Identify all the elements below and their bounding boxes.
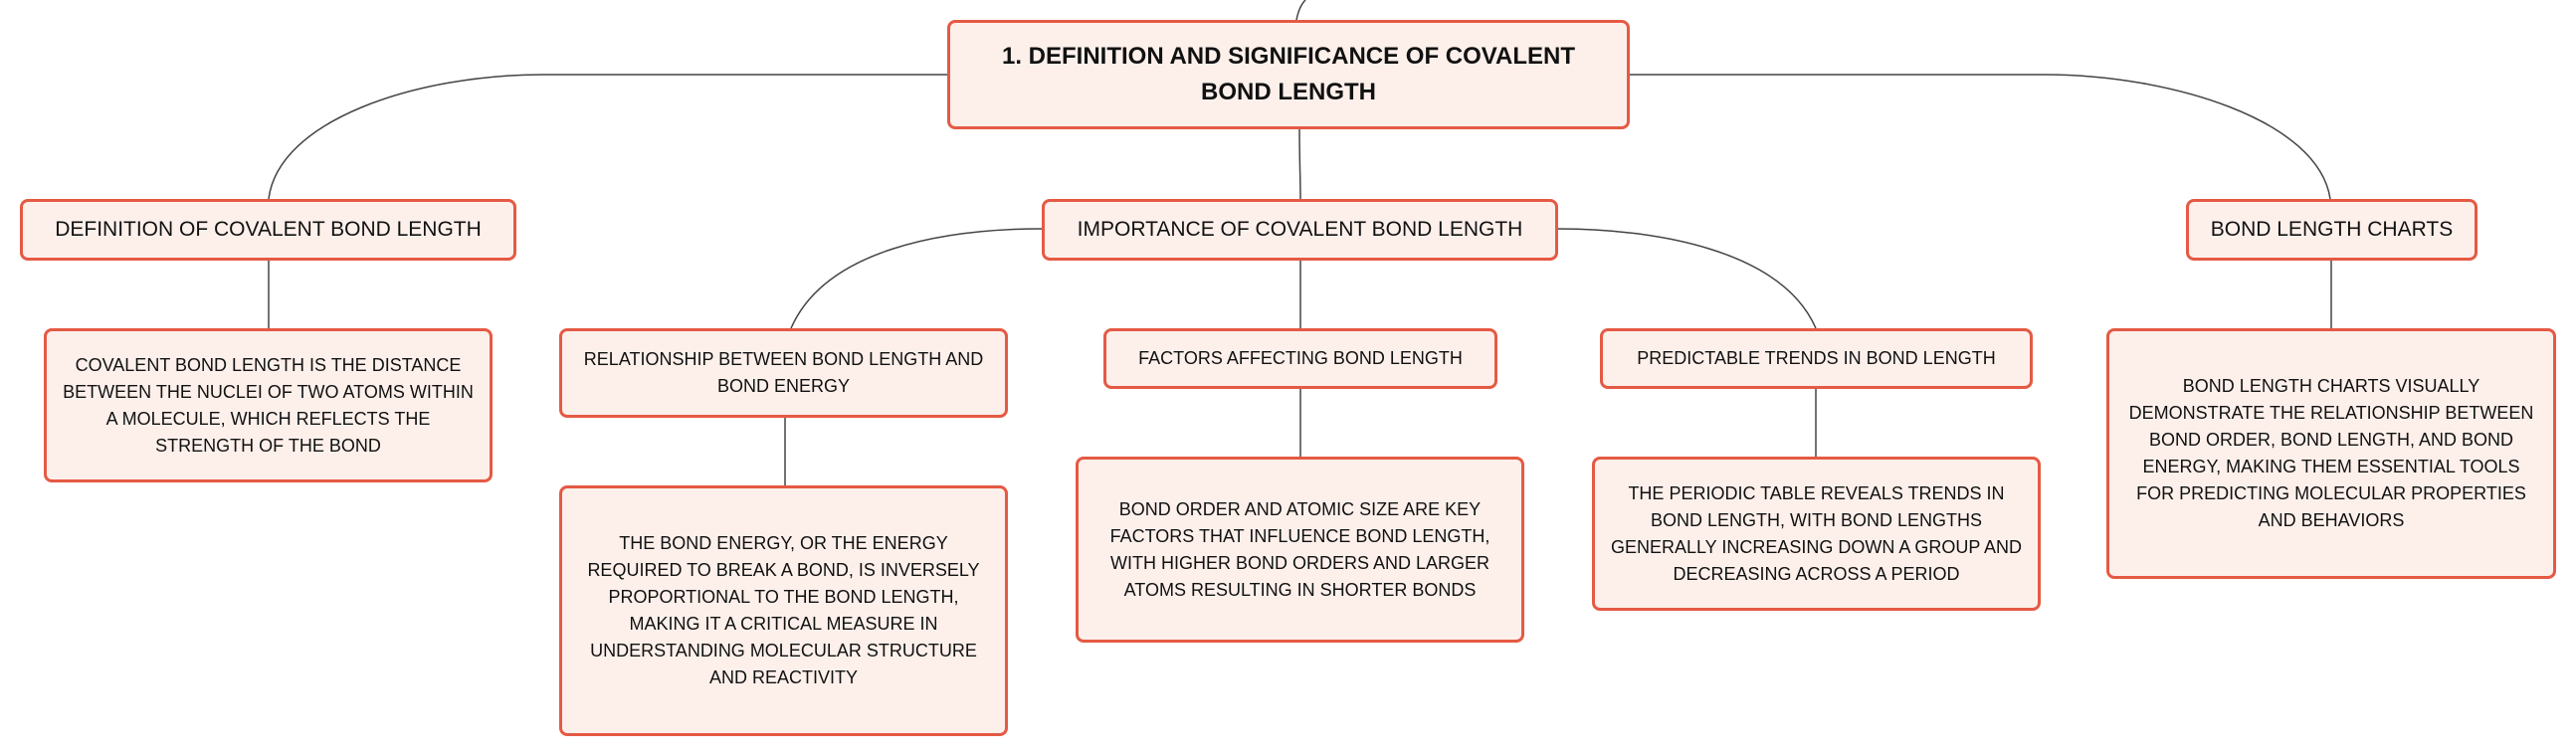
trends-subtopic-node[interactable]: PREDICTABLE TRENDS IN BOND LENGTH <box>1600 328 2033 389</box>
definition-topic-label: DEFINITION OF COVALENT BOND LENGTH <box>55 218 482 241</box>
trends-subtopic-label: PREDICTABLE TRENDS IN BOND LENGTH <box>1637 348 1996 368</box>
factors-subtopic-label: FACTORS AFFECTING BOND LENGTH <box>1138 348 1463 368</box>
connector-importance-to-relationship <box>790 228 1043 329</box>
charts-topic-node[interactable]: BOND LENGTH CHARTS <box>2186 199 2477 261</box>
connector-root-to-importance <box>1298 128 1301 200</box>
definition-detail-node[interactable]: COVALENT BOND LENGTH IS THE DISTANCE BET… <box>44 328 493 482</box>
trends-detail-node[interactable]: THE PERIODIC TABLE REVEALS TRENDS IN BON… <box>1592 457 2041 611</box>
connector-root-to-charts <box>1630 74 2331 200</box>
charts-detail-text: BOND LENGTH CHARTS VISUALLY DEMONSTRATE … <box>2128 376 2534 530</box>
factors-detail-node[interactable]: BOND ORDER AND ATOMIC SIZE ARE KEY FACTO… <box>1076 457 1524 643</box>
definition-detail-text: COVALENT BOND LENGTH IS THE DISTANCE BET… <box>63 354 474 456</box>
factors-detail-text: BOND ORDER AND ATOMIC SIZE ARE KEY FACTO… <box>1109 498 1490 600</box>
relationship-subtopic-label: RELATIONSHIP BETWEEN BOND LENGTH AND BON… <box>583 349 984 396</box>
relationship-subtopic-node[interactable]: RELATIONSHIP BETWEEN BOND LENGTH AND BON… <box>559 328 1008 418</box>
charts-topic-label: BOND LENGTH CHARTS <box>2210 218 2454 241</box>
definition-topic-node[interactable]: DEFINITION OF COVALENT BOND LENGTH <box>20 199 516 261</box>
importance-topic-node[interactable]: IMPORTANCE OF COVALENT BOND LENGTH <box>1042 199 1558 261</box>
relationship-detail-node[interactable]: THE BOND ENERGY, OR THE ENERGY REQUIRED … <box>559 485 1008 736</box>
factors-subtopic-node[interactable]: FACTORS AFFECTING BOND LENGTH <box>1103 328 1497 389</box>
connector-parent-to-root <box>1295 0 1306 21</box>
connector-importance-to-trends <box>1557 228 1817 329</box>
relationship-detail-text: THE BOND ENERGY, OR THE ENERGY REQUIRED … <box>587 533 980 687</box>
root-topic-label: 1. DEFINITION AND SIGNIFICANCE OF COVALE… <box>1001 43 1575 105</box>
connector-root-to-definition <box>268 74 947 200</box>
charts-detail-node[interactable]: BOND LENGTH CHARTS VISUALLY DEMONSTRATE … <box>2106 328 2556 579</box>
importance-topic-label: IMPORTANCE OF COVALENT BOND LENGTH <box>1077 218 1523 241</box>
trends-detail-text: THE PERIODIC TABLE REVEALS TRENDS IN BON… <box>1610 482 2023 584</box>
root-topic-node[interactable]: 1. DEFINITION AND SIGNIFICANCE OF COVALE… <box>947 20 1630 129</box>
